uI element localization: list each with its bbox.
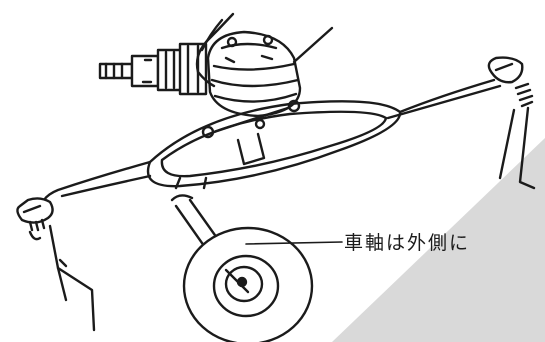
gray-diagonal-band xyxy=(332,138,545,342)
right-spring-clamp xyxy=(487,56,536,190)
gearbox-housing xyxy=(206,30,302,118)
mower-frame xyxy=(42,78,502,202)
axle-outside-callout: 車軸は外側に xyxy=(344,232,471,254)
hand-guard xyxy=(195,12,334,88)
callout-leader-line xyxy=(245,241,343,245)
drive-shaft-coupling xyxy=(98,42,208,96)
wheel xyxy=(182,226,314,342)
left-spring-clamp xyxy=(16,197,96,332)
